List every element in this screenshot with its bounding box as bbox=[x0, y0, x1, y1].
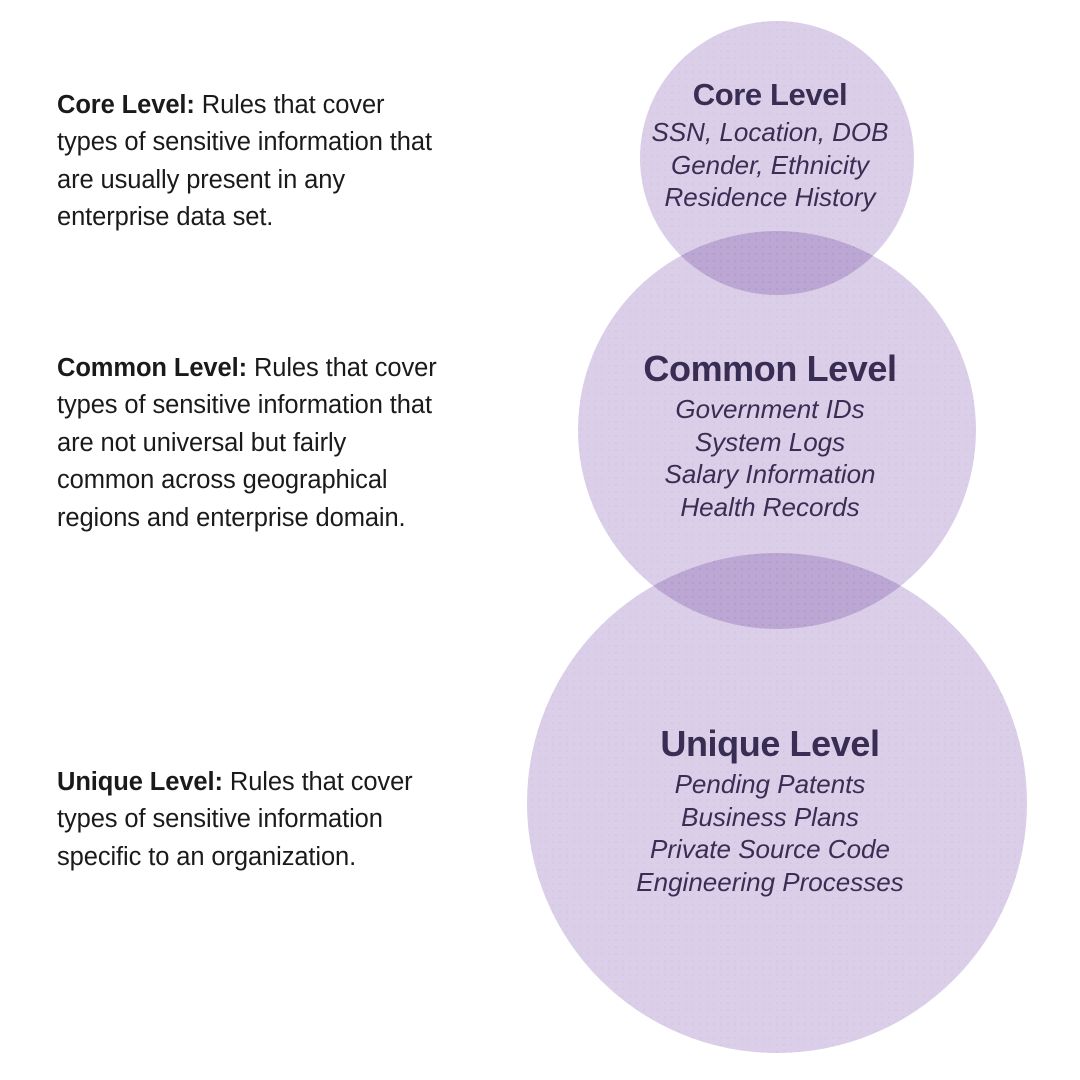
description-unique-body: Rules that cover types of sensitive info… bbox=[57, 767, 413, 871]
common-item-2: Salary Information bbox=[664, 459, 876, 489]
description-common: Common Level: Rules that cover types of … bbox=[57, 350, 442, 538]
description-column: Core Level: Rules that cover types of se… bbox=[57, 0, 457, 1080]
common-texture bbox=[578, 231, 976, 629]
common-title: Common Level bbox=[643, 348, 897, 389]
description-common-body: Rules that cover types of sensitive info… bbox=[57, 353, 437, 532]
description-common-lead: Common Level: bbox=[57, 353, 247, 382]
common-item-0: Government IDs bbox=[675, 394, 865, 424]
description-core-body: Rules that cover types of sensitive info… bbox=[57, 90, 432, 232]
description-core: Core Level: Rules that cover types of se… bbox=[57, 87, 442, 237]
core-item-2: Residence History bbox=[664, 182, 876, 212]
core-texture bbox=[640, 21, 914, 295]
unique-item-2: Private Source Code bbox=[650, 834, 890, 864]
common-item-3: Health Records bbox=[680, 491, 860, 522]
unique-item-3: Engineering Processes bbox=[636, 866, 904, 897]
description-unique: Unique Level: Rules that cover types of … bbox=[57, 764, 442, 877]
core-item-1: Gender, Ethnicity bbox=[671, 149, 869, 180]
description-unique-lead: Unique Level: bbox=[57, 767, 223, 796]
venn-circles-graphic bbox=[527, 21, 1027, 1053]
core-item-0: SSN, Location, DOB bbox=[651, 117, 889, 147]
unique-item-1: Business Plans bbox=[681, 801, 859, 832]
unique-item-0: Pending Patents bbox=[674, 769, 866, 799]
description-core-lead: Core Level: bbox=[57, 90, 195, 119]
unique-texture bbox=[527, 553, 1027, 1053]
core-title: Core Level bbox=[692, 77, 848, 112]
common-item-1: System Logs bbox=[694, 426, 846, 457]
unique-title: Unique Level bbox=[660, 723, 880, 764]
